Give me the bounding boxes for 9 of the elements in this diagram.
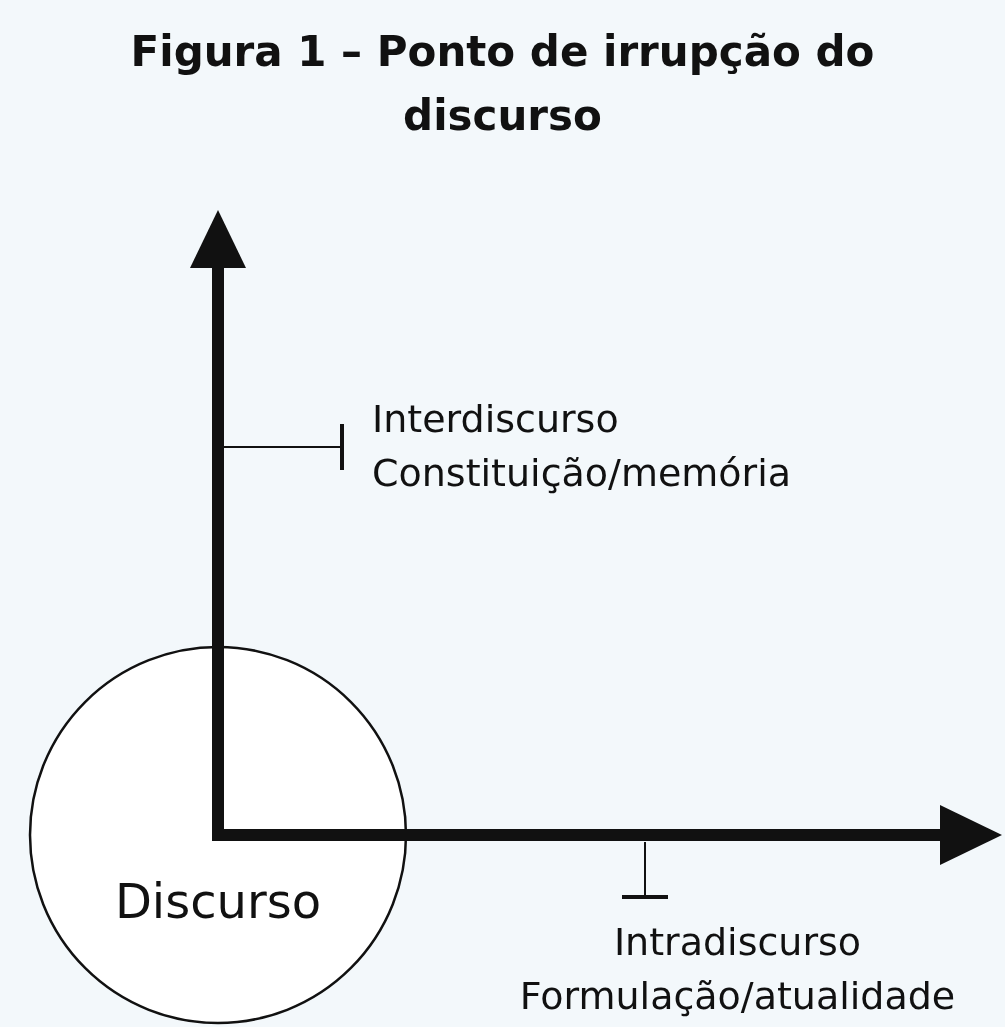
circle-node — [28, 645, 408, 1025]
leader-line — [620, 841, 670, 899]
figure-title: Figura 1 – Ponto de irrupção do discurso — [129, 26, 876, 142]
subtitle-label: Constituição/memória — [372, 450, 793, 497]
term-label: Intradiscurso — [612, 919, 863, 966]
circle-label: Discurso — [113, 873, 323, 929]
leader-line — [221, 422, 344, 472]
subtitle-label: Formulação/atualidade — [518, 973, 957, 1020]
term-label: Interdiscurso — [372, 396, 620, 443]
